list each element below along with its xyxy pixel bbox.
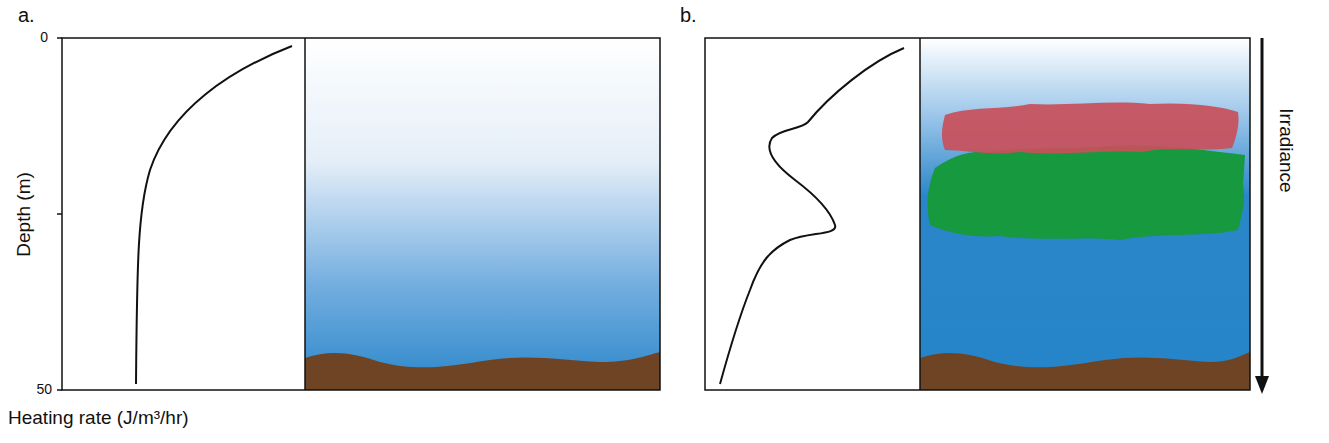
axis-tick <box>57 213 62 215</box>
red-algae-layer <box>942 103 1239 154</box>
panel-letter: b. <box>680 4 697 26</box>
axis-tick-label: 50 <box>36 382 52 397</box>
seafloor <box>920 352 1250 390</box>
axis-tick-label: 0 <box>40 30 48 45</box>
panel-frame <box>705 38 1250 390</box>
arrow-label: Irradiance <box>1275 108 1296 193</box>
green-algae-layer <box>928 145 1245 240</box>
arrow-head <box>1255 376 1269 394</box>
panel-frame <box>62 38 660 390</box>
axis-title: Depth (m) <box>14 172 35 256</box>
water-column <box>920 38 1250 390</box>
heating-curve <box>720 48 904 384</box>
panel-letter: a. <box>18 4 35 26</box>
axis-title: Heating rate (J/m³/hr) <box>8 408 189 429</box>
panel-divider <box>919 38 921 390</box>
irradiance-arrow <box>1261 38 1264 378</box>
axis-tick <box>57 389 62 391</box>
water-column <box>305 38 660 390</box>
seafloor <box>305 352 660 390</box>
panel-divider <box>304 38 306 390</box>
axis-tick <box>57 37 62 39</box>
heating-curve <box>136 46 292 384</box>
